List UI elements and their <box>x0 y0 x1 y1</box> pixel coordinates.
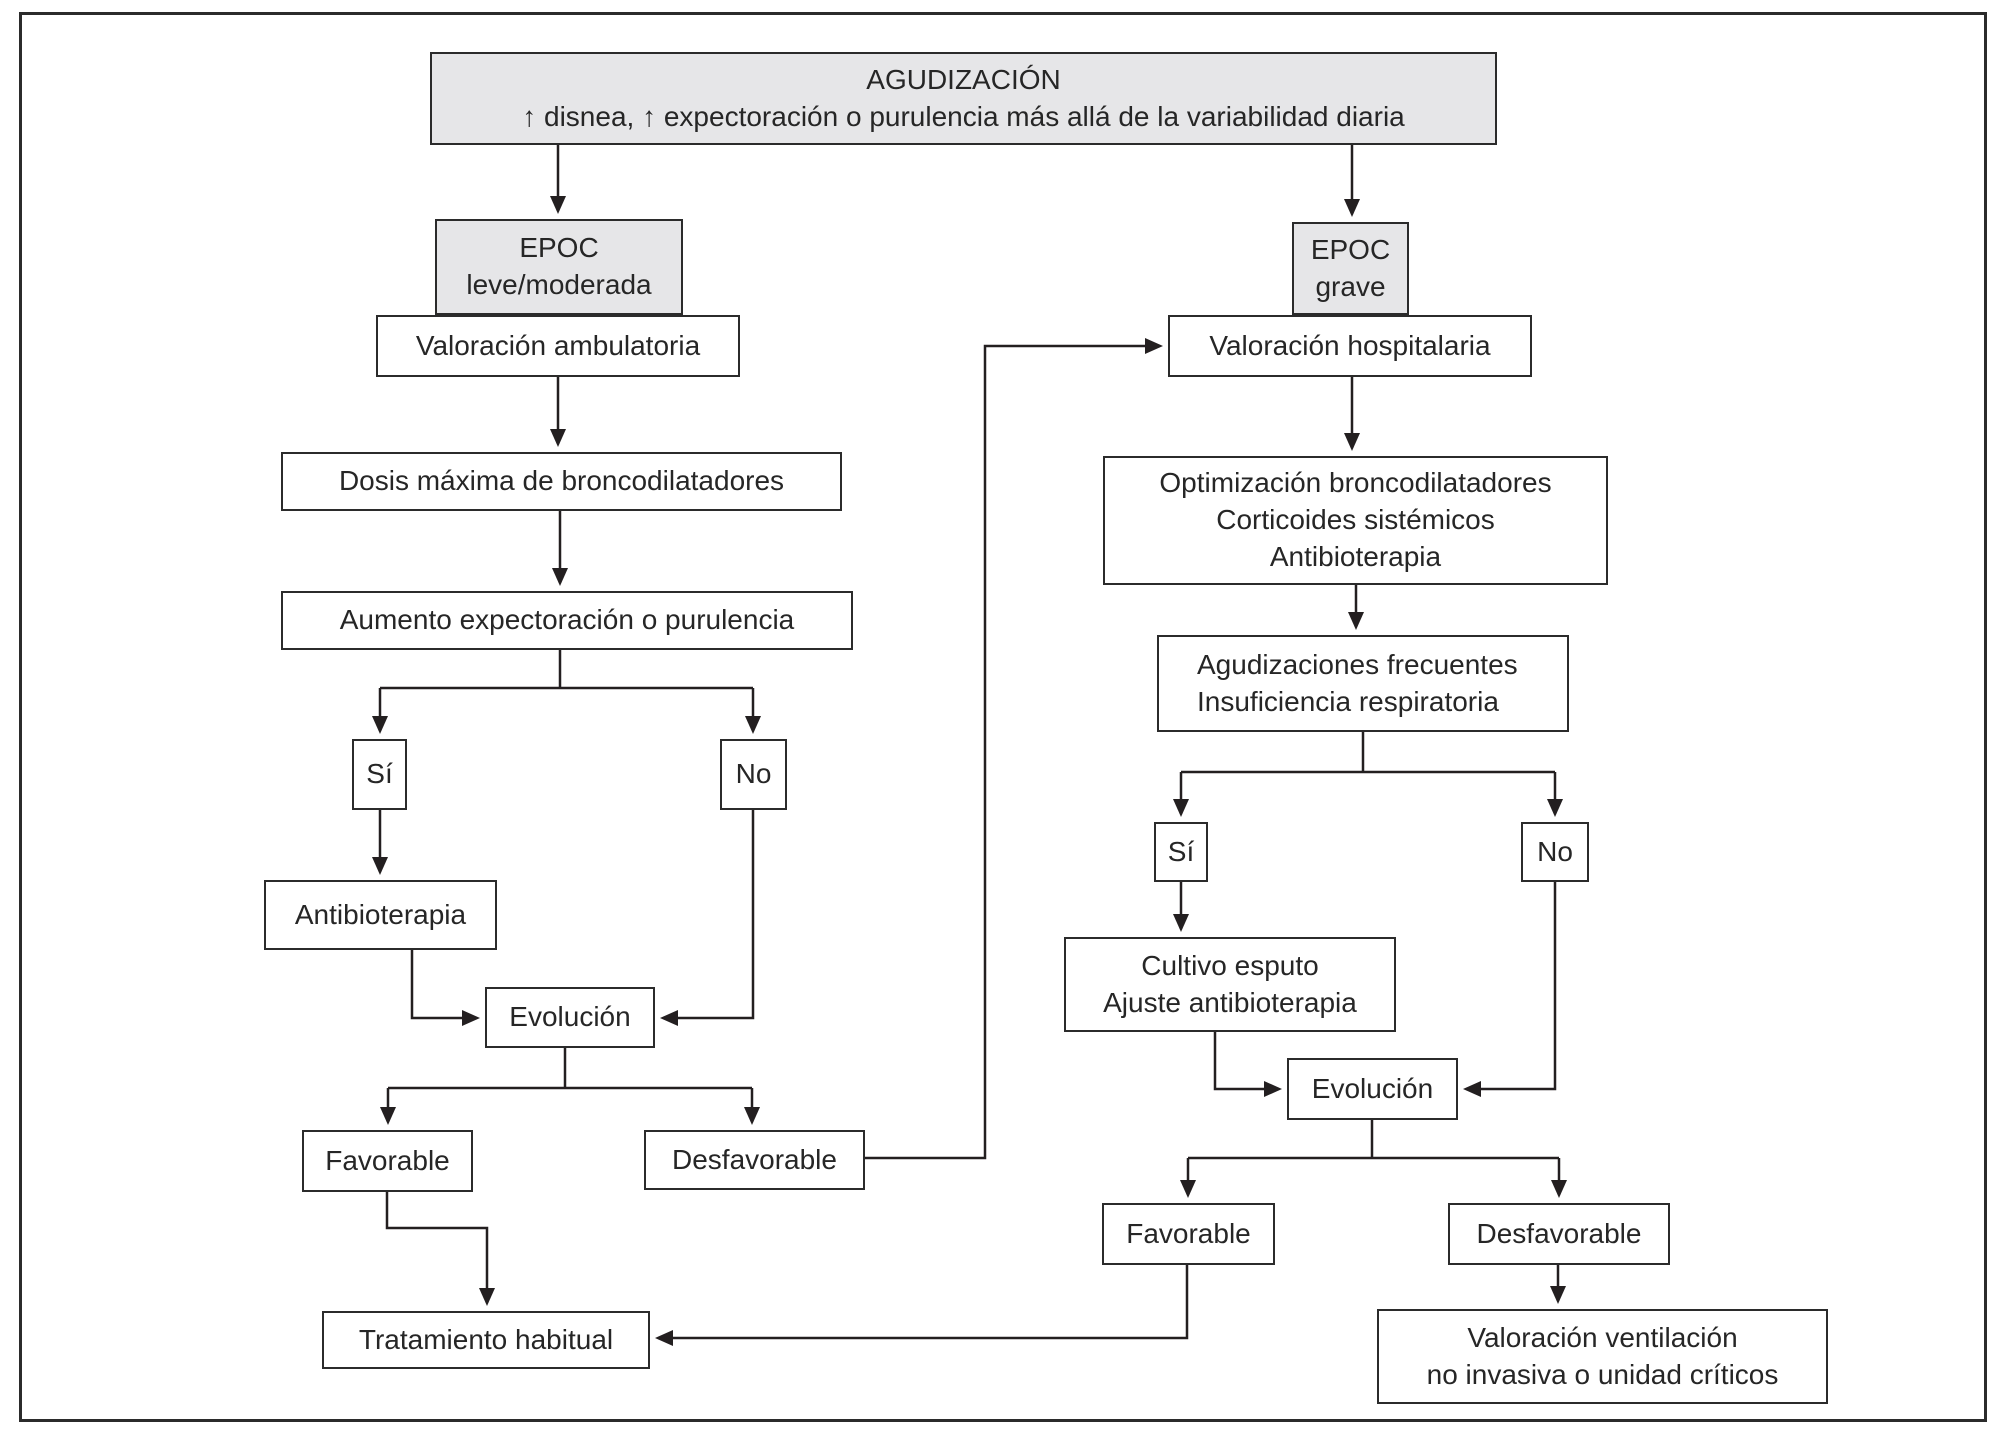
agudizaciones-line1: Agudizaciones frecuentes <box>1197 648 1518 680</box>
desfavorable-izquierda-label: Desfavorable <box>672 1143 837 1175</box>
node-no-derecha: No <box>1521 822 1589 882</box>
node-favorable-izquierda: Favorable <box>302 1130 473 1192</box>
valoracion-ventilacion-line2: no invasiva o unidad críticos <box>1426 1358 1779 1390</box>
node-valoracion-hospitalaria: Valoración hospitalaria <box>1168 315 1532 377</box>
node-si-izquierda: Sí <box>352 739 407 810</box>
valoracion-ambulatoria-label: Valoración ambulatoria <box>415 329 701 361</box>
valoracion-ventilacion-line1: Valoración ventilación <box>1467 1321 1738 1353</box>
node-dosis-maxima: Dosis máxima de broncodilatadores <box>281 452 842 511</box>
evolucion-izquierda-label: Evolución <box>509 1001 631 1033</box>
si-izquierda-label: Sí <box>366 758 393 790</box>
node-evolucion-derecha: Evolución <box>1287 1058 1458 1120</box>
dosis-maxima-label: Dosis máxima de broncodilatadores <box>338 465 785 497</box>
node-desfavorable-derecha: Desfavorable <box>1448 1203 1670 1265</box>
node-evolucion-izquierda: Evolución <box>485 987 655 1048</box>
node-optimizacion: Optimización broncodilatadores Corticoid… <box>1103 456 1608 585</box>
si-derecha-label: Sí <box>1167 835 1195 867</box>
no-derecha-label: No <box>1537 835 1573 867</box>
favorable-izquierda-label: Favorable <box>325 1144 450 1176</box>
evolucion-derecha-label: Evolución <box>1311 1072 1434 1104</box>
edge-cultivo-to-evolucion-right <box>1213 1032 1282 1097</box>
edge-no-left-to-evolucion <box>660 810 755 1026</box>
epoc-grave-line2: grave <box>1315 270 1386 302</box>
node-si-derecha: Sí <box>1154 822 1208 882</box>
node-epoc-grave: EPOC grave <box>1292 222 1409 315</box>
epoc-grave-line1: EPOC <box>1310 233 1391 265</box>
node-favorable-derecha: Favorable <box>1102 1203 1275 1265</box>
agudizacion-subtitle: ↑ disnea, ↑ expectoración o purulencia m… <box>522 100 1405 132</box>
node-valoracion-ambulatoria: Valoración ambulatoria <box>376 315 740 377</box>
optimizacion-line2: Corticoides sistémicos <box>1216 504 1495 536</box>
aumento-expectoracion-label: Aumento expectoración o purulencia <box>339 604 795 636</box>
diagram-frame <box>19 12 1987 1422</box>
node-aumento-expectoracion: Aumento expectoración o purulencia <box>281 591 853 650</box>
node-desfavorable-izquierda: Desfavorable <box>644 1130 865 1190</box>
node-no-izquierda: No <box>720 739 787 810</box>
epoc-leve-line2: leve/moderada <box>466 269 652 300</box>
optimizacion-line1: Optimización broncodilatadores <box>1159 467 1552 499</box>
agudizaciones-line2: Insuficiencia respiratoria <box>1197 685 1499 717</box>
valoracion-hospitalaria-label: Valoración hospitalaria <box>1209 329 1491 361</box>
edge-desfavorable-left-to-hospitalaria <box>865 338 1163 1160</box>
epoc-leve-line1: EPOC <box>519 232 599 264</box>
node-epoc-leve-moderada: EPOC leve/moderada <box>435 219 683 315</box>
agudizacion-title: AGUDIZACIÓN <box>866 63 1061 95</box>
antibioterapia-label: Antibioterapia <box>294 898 467 930</box>
optimizacion-line3: Antibioterapia <box>1269 540 1442 572</box>
desfavorable-derecha-label: Desfavorable <box>1476 1217 1642 1249</box>
no-izquierda-label: No <box>735 758 772 790</box>
node-antibioterapia: Antibioterapia <box>264 880 497 950</box>
node-agudizaciones-frecuentes: Agudizaciones frecuentes Insuficiencia r… <box>1157 635 1569 732</box>
tratamiento-habitual-label: Tratamiento habitual <box>358 1323 614 1355</box>
cultivo-esputo-line2: Ajuste antibioterapia <box>1103 986 1357 1018</box>
node-valoracion-ventilacion: Valoración ventilación no invasiva o uni… <box>1377 1309 1828 1404</box>
edge-favorable-left-to-tratamiento <box>385 1192 495 1306</box>
edge-favorable-right-to-tratamiento <box>655 1265 1189 1346</box>
edge-antibioterapia-to-evolucion <box>410 950 480 1026</box>
node-cultivo-esputo: Cultivo esputo Ajuste antibioterapia <box>1064 937 1396 1032</box>
edge-no-right-to-evolucion-right <box>1463 882 1557 1097</box>
node-tratamiento-habitual: Tratamiento habitual <box>322 1311 650 1369</box>
node-agudizacion: AGUDIZACIÓN ↑ disnea, ↑ expectoración o … <box>430 52 1497 145</box>
favorable-derecha-label: Favorable <box>1126 1217 1251 1249</box>
cultivo-esputo-line1: Cultivo esputo <box>1141 949 1319 981</box>
